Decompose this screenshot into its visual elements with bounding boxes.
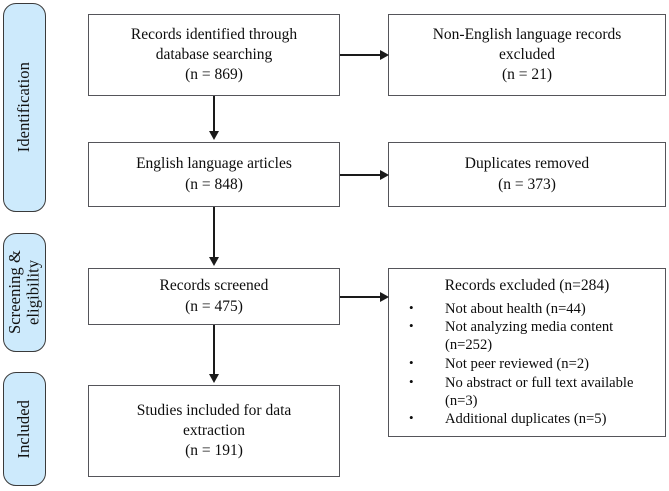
list-item: Additional duplicates (n=5) xyxy=(397,410,657,429)
connector-identified-to-nonenglish xyxy=(340,54,381,56)
list-item: Not about health (n=44) xyxy=(397,300,657,319)
box-records-excluded-title: Records excluded (n=284) xyxy=(444,277,610,294)
stage-label-included: Included xyxy=(3,372,46,486)
box-records-excluded: Records excluded (n=284) Not about healt… xyxy=(388,268,666,437)
records-excluded-reason-list: Not about health (n=44) Not analyzing me… xyxy=(397,300,657,430)
list-item: Not analyzing media content (n=252) xyxy=(397,318,657,355)
connector-english-to-duplicates xyxy=(340,174,381,176)
arrow-down-icon xyxy=(208,374,219,383)
box-english-language-articles: English language articles (n = 848) xyxy=(88,142,340,207)
box-records-screened-text: Records screened (n = 475) xyxy=(159,277,269,315)
box-duplicates-removed: Duplicates removed (n = 373) xyxy=(388,142,666,207)
box-non-english-excluded-text: Non-English language records excluded (n… xyxy=(432,25,622,84)
box-records-identified: Records identified through database sear… xyxy=(88,14,340,96)
stage-label-screening-eligibility-text: Screening & eligibility xyxy=(5,250,43,335)
arrow-right-icon xyxy=(380,291,389,302)
box-studies-included: Studies included for data extraction (n … xyxy=(88,385,340,477)
arrow-right-icon xyxy=(380,169,389,180)
box-studies-included-text: Studies included for data extraction (n … xyxy=(136,401,292,460)
stage-label-identification-text: Identification xyxy=(14,62,34,153)
arrow-down-icon xyxy=(208,257,219,266)
stage-label-included-text: Included xyxy=(14,399,34,459)
connector-english-to-screened xyxy=(213,207,215,258)
list-item: Not peer reviewed (n=2) xyxy=(397,355,657,374)
box-records-screened: Records screened (n = 475) xyxy=(88,268,340,325)
connector-screened-to-excluded xyxy=(340,296,381,298)
box-records-identified-text: Records identified through database sear… xyxy=(130,25,298,84)
connector-screened-to-included xyxy=(213,325,215,375)
box-duplicates-removed-text: Duplicates removed (n = 373) xyxy=(464,155,590,193)
stage-label-identification: Identification xyxy=(3,3,46,212)
stage-label-screening-eligibility: Screening & eligibility xyxy=(3,233,46,352)
box-english-language-articles-text: English language articles (n = 848) xyxy=(136,155,292,193)
arrow-right-icon xyxy=(380,49,389,60)
connector-identified-to-english xyxy=(213,96,215,132)
arrow-down-icon xyxy=(208,131,219,140)
box-non-english-excluded: Non-English language records excluded (n… xyxy=(388,14,666,96)
list-item: No abstract or full text available (n=3) xyxy=(397,374,657,411)
